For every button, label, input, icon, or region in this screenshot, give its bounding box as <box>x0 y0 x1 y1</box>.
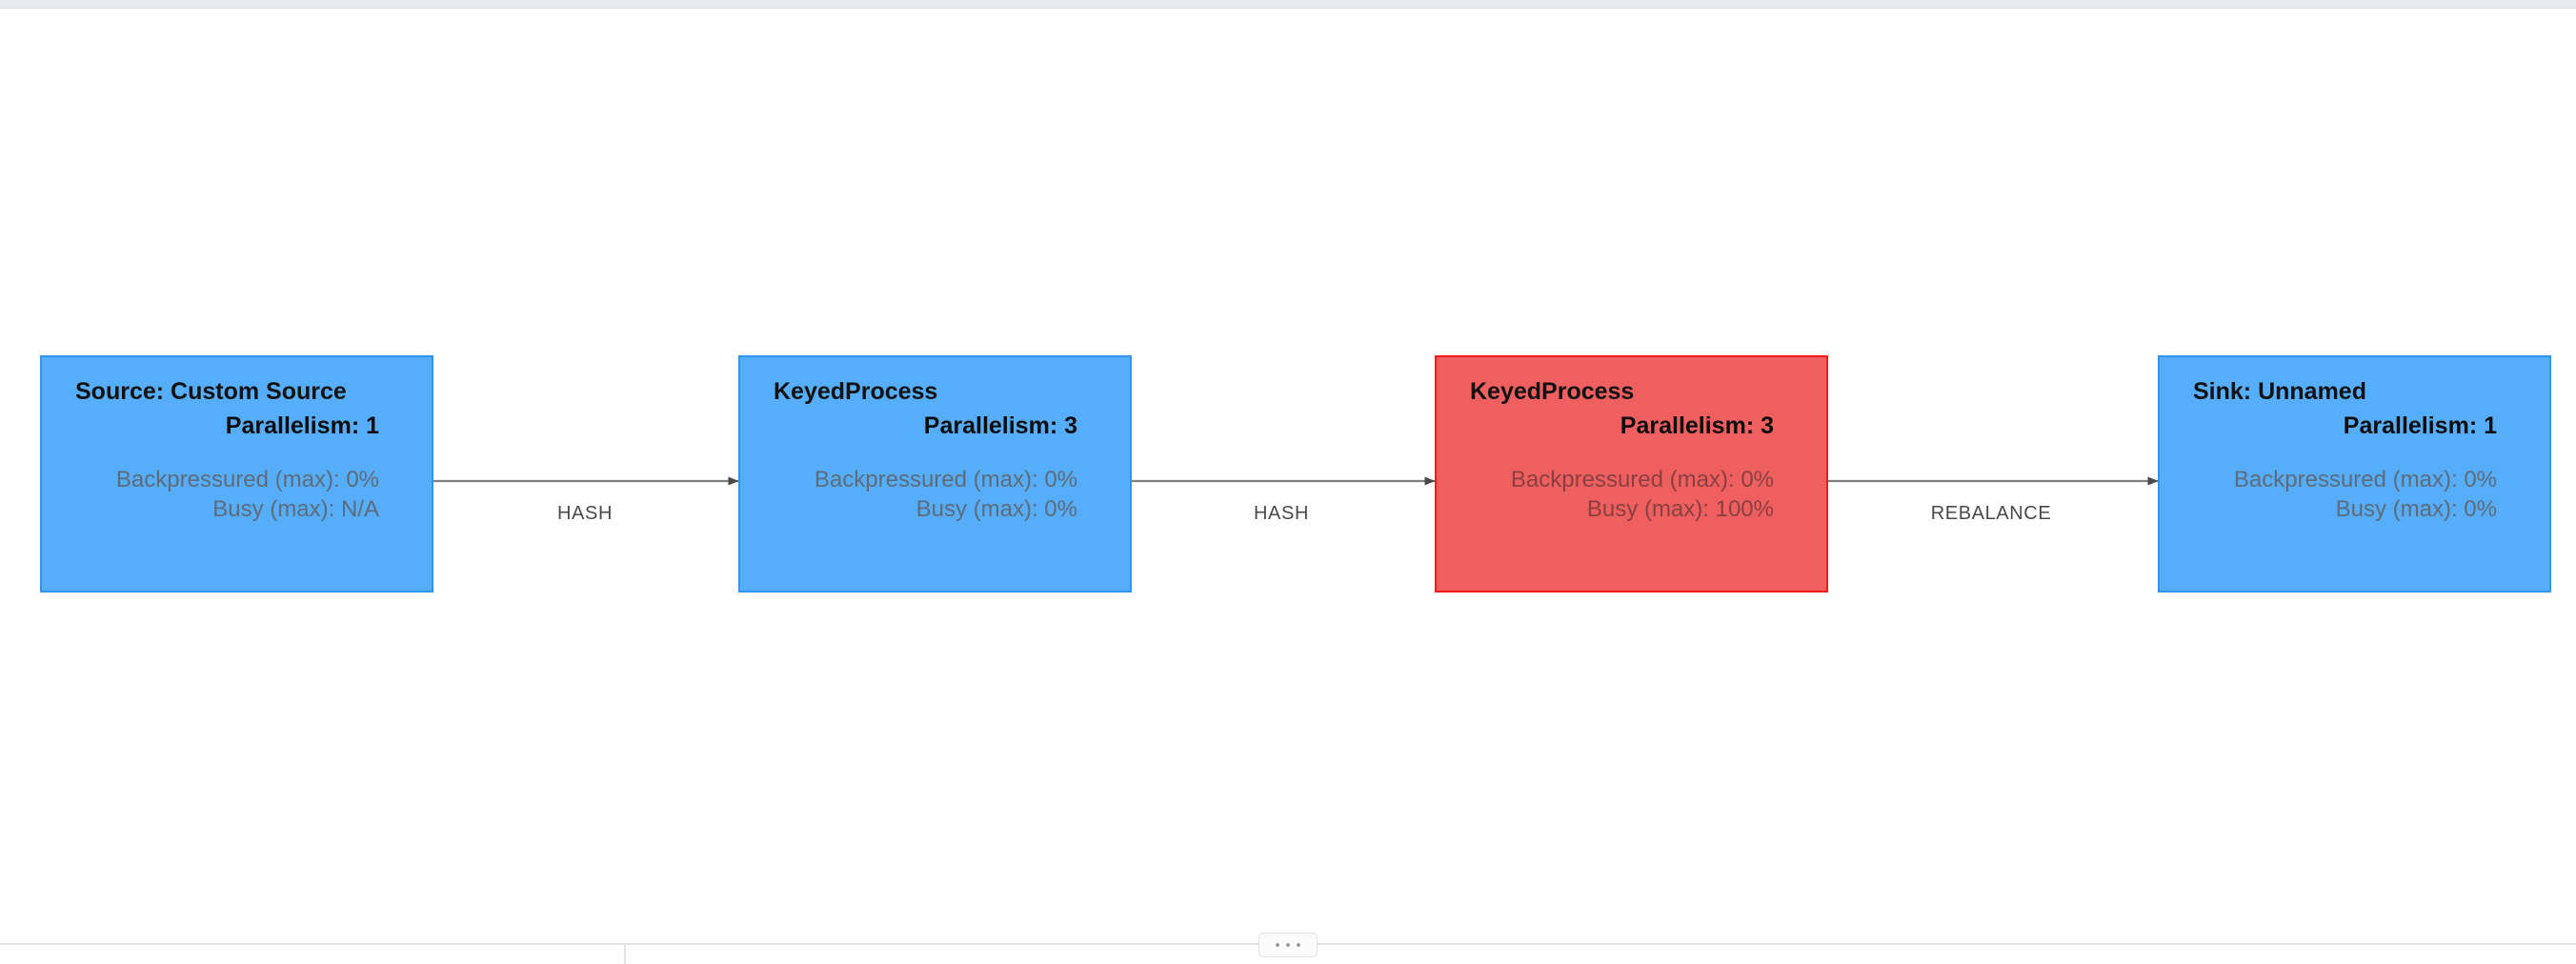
node-parallelism: Parallelism: 1 <box>2343 412 2497 439</box>
window-top-strip <box>0 0 2576 9</box>
node-title: KeyedProcess <box>774 378 938 405</box>
node-metric-backpressured: Backpressured (max): 0% <box>1510 467 1774 492</box>
node-metric-busy: Busy (max): 0% <box>916 496 1077 523</box>
node-parallelism: Parallelism: 1 <box>225 412 379 439</box>
node-metrics: Backpressured (max): 0% Busy (max): 0% <box>774 465 1077 524</box>
node-metric-busy: Busy (max): 0% <box>2335 496 2497 523</box>
node-metrics: Backpressured (max): 0% Busy (max): N/A <box>75 465 379 524</box>
node-metrics: Backpressured (max): 0% Busy (max): 100% <box>1470 465 1774 524</box>
graph-edge-label-edge-2: HASH <box>1254 503 1309 524</box>
node-metrics: Backpressured (max): 0% Busy (max): 0% <box>2193 465 2497 524</box>
graph-edge-label-edge-1: HASH <box>557 503 613 524</box>
drag-dots-icon <box>1286 943 1290 947</box>
splitter-drag-handle[interactable] <box>1258 933 1318 957</box>
node-metric-busy: Busy (max): N/A <box>212 496 379 523</box>
node-title: Source: Custom Source <box>75 378 347 405</box>
node-parallelism: Parallelism: 3 <box>923 412 1077 439</box>
panel-splitter[interactable] <box>0 923 2576 964</box>
node-metric-backpressured: Backpressured (max): 0% <box>814 467 1077 492</box>
node-title: Sink: Unnamed <box>2193 378 2366 405</box>
drag-dots-icon <box>1276 943 1279 947</box>
node-parallelism: Parallelism: 3 <box>1620 412 1774 439</box>
node-metric-backpressured: Backpressured (max): 0% <box>115 467 379 492</box>
drag-dots-icon <box>1297 943 1300 947</box>
node-title: KeyedProcess <box>1470 378 1635 405</box>
node-metric-busy: Busy (max): 100% <box>1586 496 1774 523</box>
node-metric-backpressured: Backpressured (max): 0% <box>2233 467 2497 492</box>
graph-edge-label-edge-3: REBALANCE <box>1930 503 2052 524</box>
splitter-column-divider <box>624 943 626 964</box>
